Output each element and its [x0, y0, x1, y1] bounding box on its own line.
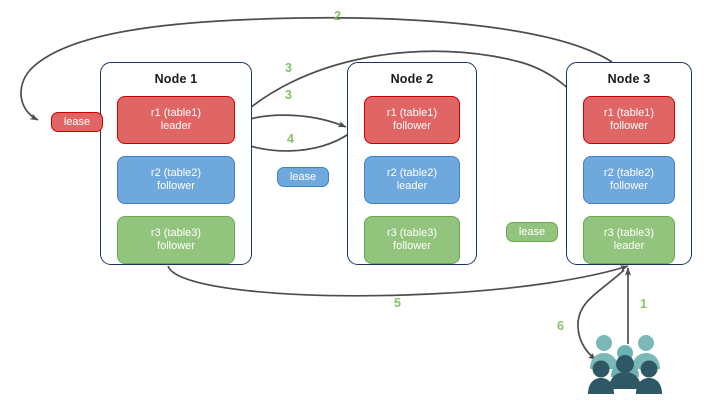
node-2-replica-r1-role: follower: [393, 120, 431, 132]
step-label-2: 2: [334, 9, 341, 23]
node-3-replica-r1-name: r1 (table1): [603, 106, 655, 119]
step-label-4: 4: [287, 132, 294, 146]
node-2-replica-r2-name: r2 (table2): [386, 166, 438, 179]
node-3-replica-r2-role: follower: [610, 180, 648, 192]
node-1-replica-r3[interactable]: r3 (table3) follower: [117, 216, 235, 264]
node-1-replica-r3-name: r3 (table3): [150, 226, 202, 239]
node-3-replica-r1[interactable]: r1 (table1) follower: [583, 96, 675, 144]
user-figure-front-left: [588, 360, 614, 394]
user-figure-front-right: [636, 360, 662, 394]
step-label-3a: 3: [285, 61, 292, 75]
node-1-title: Node 1: [154, 72, 198, 86]
users-group-icon: [588, 335, 662, 394]
node-1-replica-r3-role: follower: [157, 240, 195, 252]
node-3-container[interactable]: Node 3 r1 (table1) follower r2 (table2) …: [566, 62, 692, 265]
node-3-replica-r3[interactable]: r3 (table3) leader: [583, 216, 675, 264]
node-3-title: Node 3: [607, 72, 651, 86]
node-1-replica-r2-role: follower: [157, 180, 195, 192]
arrow-2-node3-to-lease1: [20, 16, 613, 121]
node-3-replica-r3-role: leader: [613, 240, 645, 252]
node-2-container[interactable]: Node 2 r1 (table1) follower r2 (table2) …: [347, 62, 477, 265]
node-2-replica-r3-role: follower: [393, 240, 431, 252]
step-label-5: 5: [394, 296, 401, 310]
step-label-6: 6: [557, 319, 564, 333]
node-2-replica-r2-role: leader: [396, 180, 428, 192]
node-3-replica-r3-name: r3 (table3): [603, 226, 655, 239]
node-2-replica-r1-name: r1 (table1): [386, 106, 438, 119]
node-1-replica-r1[interactable]: r1 (table1) leader: [117, 96, 235, 144]
arrow-6-node3-to-users: [577, 269, 625, 361]
node-3-replica-r1-role: follower: [610, 120, 648, 132]
node-1-replica-r2-name: r2 (table2): [150, 166, 202, 179]
node-2-replica-r1[interactable]: r1 (table1) follower: [364, 96, 460, 144]
node-2-replica-r2[interactable]: r2 (table2) leader: [364, 156, 460, 204]
node-3-replica-r2-name: r2 (table2): [603, 166, 655, 179]
step-label-1: 1: [640, 297, 647, 311]
node-1-replica-r1-name: r1 (table1): [150, 106, 202, 119]
node-1-replica-r2[interactable]: r2 (table2) follower: [117, 156, 235, 204]
node-1-container[interactable]: Node 1 r1 (table1) leader r2 (table2) fo…: [100, 62, 252, 265]
node-1-replica-r1-role: leader: [160, 120, 192, 132]
lease-badge-table1[interactable]: lease: [51, 112, 103, 132]
node-2-replica-r3[interactable]: r3 (table3) follower: [364, 216, 460, 264]
node-2-replica-r3-name: r3 (table3): [386, 226, 438, 239]
lease-badge-table2[interactable]: lease: [277, 167, 329, 187]
user-figure-front-center: [609, 355, 641, 389]
arrow-5-node1-to-node3: [167, 265, 629, 297]
step-label-3b: 3: [285, 88, 292, 102]
node-2-title: Node 2: [390, 72, 434, 86]
lease-badge-table3[interactable]: lease: [506, 222, 558, 242]
node-3-replica-r2[interactable]: r2 (table2) follower: [583, 156, 675, 204]
